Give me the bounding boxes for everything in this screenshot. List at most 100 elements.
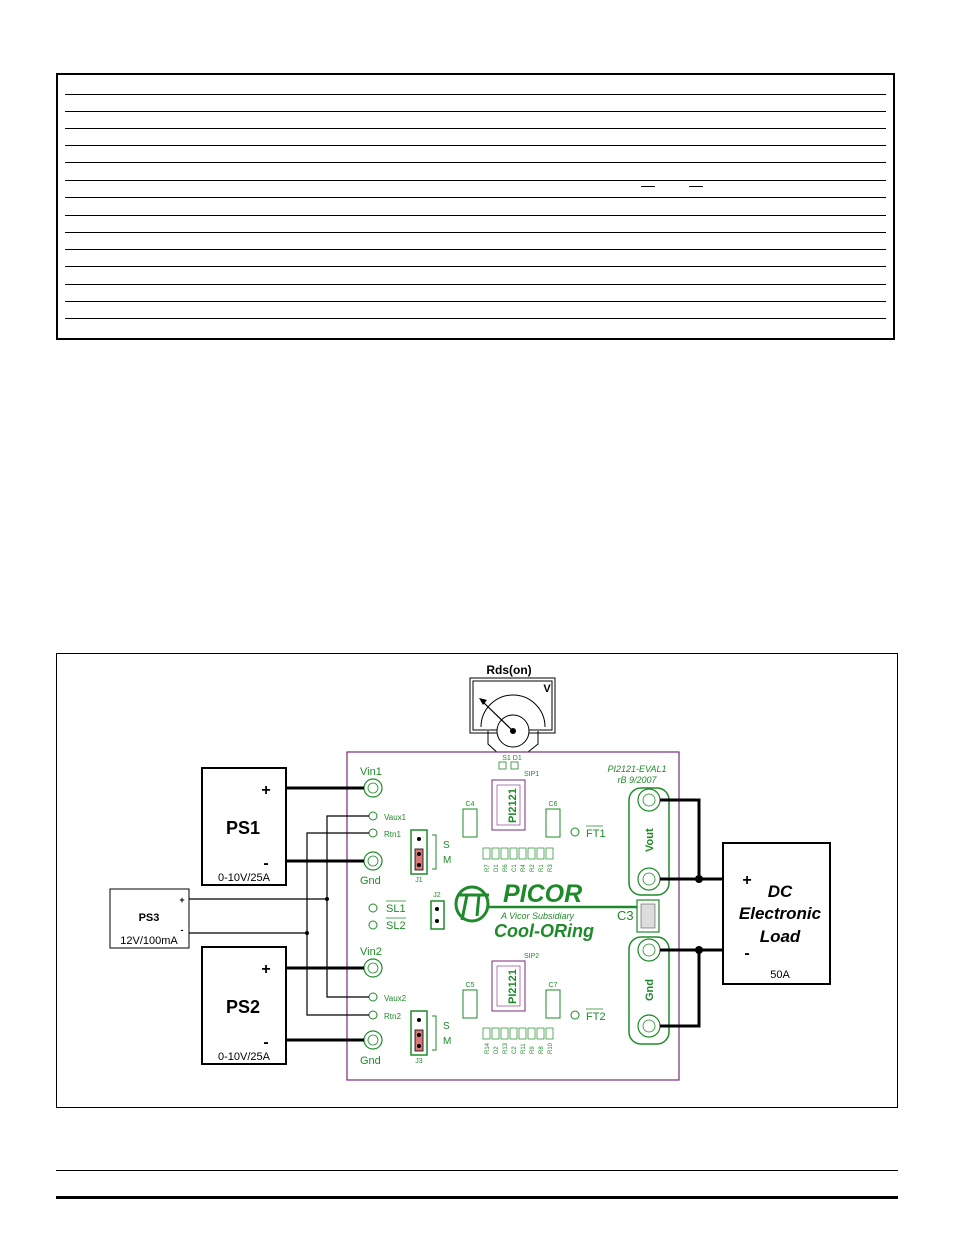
rtn1-label: Rtn1 (384, 830, 401, 839)
vin2-terminal (363, 958, 383, 978)
j2-label: J2 (433, 892, 441, 899)
res-label: D2 (494, 1046, 500, 1054)
power-supply-ps2 (201, 946, 287, 1065)
capacitor-c3 (636, 899, 660, 933)
res-label: D1 (494, 864, 500, 872)
c6-label: C6 (549, 801, 558, 808)
dc-electronic-load (722, 842, 831, 985)
sip1-label: SIP1 (524, 771, 539, 778)
table-rule (65, 180, 886, 181)
res-label: R3 (548, 864, 554, 872)
load-plus: + (742, 872, 751, 889)
meter-unit: V (543, 683, 551, 695)
logo-product: Cool-ORing (494, 921, 594, 941)
picor-logo (454, 885, 641, 923)
footer-rule-thin (56, 1170, 898, 1171)
sl2-pad (368, 920, 378, 930)
sl1-label: SL1 (386, 903, 406, 915)
jumper-j1 (410, 829, 437, 875)
ps3-label: PS3 (139, 912, 160, 924)
table-rule (65, 215, 886, 216)
power-supply-ps1 (201, 767, 287, 886)
board-revision: rB 9/2007 (617, 775, 657, 785)
junction-dot (695, 946, 703, 954)
logo-tagline: A Vicor Subsidiary (500, 911, 575, 921)
rtn2-label: Rtn2 (384, 1012, 401, 1021)
table-rule (65, 197, 886, 198)
table-rule (65, 128, 886, 129)
ps1-rating: 0-10V/25A (218, 872, 271, 884)
ic-label-upper: PI2121 (507, 788, 519, 823)
ps3-rating: 12V/100mA (120, 935, 178, 947)
ft2-pad (570, 1010, 580, 1020)
table-rule (65, 232, 886, 233)
meter-title: Rds(on) (486, 663, 531, 677)
probe-points-label: S1 D1 (502, 755, 522, 762)
vaux2-pad (368, 992, 378, 1002)
j3-label: J3 (415, 1058, 423, 1065)
table-rule (65, 94, 886, 95)
junction-dot (305, 931, 309, 935)
sip2-label: SIP2 (524, 953, 539, 960)
test-setup-diagram: Rds(on) V S1 D1 SIP1 PI2121-EVAL1 rB 9/2… (56, 653, 898, 1108)
gnd-terminal-block (628, 936, 670, 1045)
vin1-label: Vin1 (360, 766, 382, 778)
c7-label: C7 (549, 982, 558, 989)
table-rule (65, 266, 886, 267)
resistor-bank-upper (482, 847, 554, 860)
ps2-plus: + (261, 961, 270, 978)
j1-s-label: S (443, 840, 450, 851)
c5-label: C5 (466, 982, 475, 989)
ps1-plus: + (261, 782, 270, 799)
capacitor-c4 (462, 808, 478, 838)
res-label: C1 (512, 864, 518, 872)
j3-s-label: S (443, 1021, 450, 1032)
resistor-labels-upper: R7 D1 R6 C1 R4 R2 R1 R3 (485, 864, 554, 872)
j1-label: J1 (415, 877, 423, 884)
vin2-label: Vin2 (360, 946, 382, 958)
ft1-pad (570, 827, 580, 837)
res-label: R7 (485, 864, 491, 872)
diagram-canvas: Rds(on) V S1 D1 SIP1 PI2121-EVAL1 rB 9/2… (109, 663, 831, 1081)
gnd1-terminal (363, 851, 383, 871)
table-rule (65, 301, 886, 302)
j1-m-label: M (443, 855, 451, 866)
vout-label: Vout (644, 828, 656, 852)
res-label: R2 (530, 864, 536, 872)
ps3-minus: - (181, 925, 184, 935)
res-label: R9 (530, 1046, 536, 1054)
load-line3: Load (760, 927, 801, 946)
vaux1-pad (368, 811, 378, 821)
table-rule (65, 284, 886, 285)
logo-brand: PICOR (503, 880, 582, 908)
gnd-out-label: Gnd (644, 979, 656, 1001)
rtn1-pad (368, 828, 378, 838)
resistor-labels-lower: R14 D2 R13 C2 R11 R9 R8 R10 (485, 1042, 554, 1054)
ft2-label: FT2 (586, 1011, 606, 1023)
probe-pad-d1 (510, 761, 519, 770)
gnd2-terminal (363, 1030, 383, 1050)
table-rule (65, 249, 886, 250)
res-label: R1 (539, 864, 545, 872)
load-line2: Electronic (739, 904, 822, 923)
ic-pi2121-lower (491, 960, 526, 1012)
board-name: PI2121-EVAL1 (607, 764, 666, 774)
ps2-minus: - (263, 1034, 268, 1051)
res-label: R8 (539, 1046, 545, 1054)
ps1-minus: - (263, 855, 268, 872)
load-rating: 50A (770, 969, 790, 981)
voltmeter (469, 677, 556, 748)
capacitor-c6 (545, 808, 561, 838)
junction-dot (325, 897, 329, 901)
sl1-pad (368, 903, 378, 913)
table-rule (65, 162, 886, 163)
jumper-j3 (410, 1010, 437, 1056)
res-label: R14 (485, 1042, 491, 1054)
overbar-mark (689, 186, 703, 187)
j3-m-label: M (443, 1036, 451, 1047)
load-line1: DC (768, 882, 793, 901)
res-label: R11 (521, 1043, 527, 1054)
c4-label: C4 (466, 801, 475, 808)
junction-dot (695, 875, 703, 883)
capacitor-c7 (545, 989, 561, 1019)
